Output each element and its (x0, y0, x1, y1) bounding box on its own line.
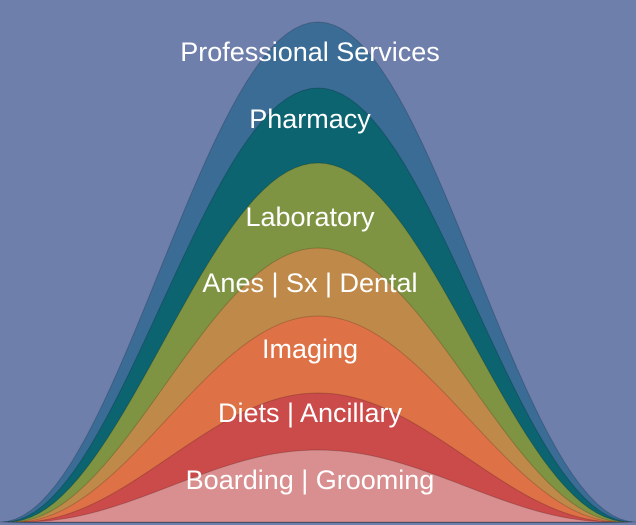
labels-group: Professional Services Pharmacy Laborator… (180, 37, 440, 495)
layer-label-professional-services: Professional Services (180, 37, 440, 67)
layer-band-boarding-grooming (23, 449, 613, 523)
layers-group (0, 21, 636, 523)
layer-label-pharmacy: Pharmacy (249, 104, 371, 134)
layer-label-laboratory: Laboratory (245, 202, 375, 232)
layer-label-imaging: Imaging (262, 334, 358, 364)
layer-label-boarding-grooming: Boarding | Grooming (186, 465, 435, 495)
layer-label-anes-sx-dental: Anes | Sx | Dental (202, 268, 417, 298)
layer-label-diets-ancillary: Diets | Ancillary (218, 398, 403, 428)
